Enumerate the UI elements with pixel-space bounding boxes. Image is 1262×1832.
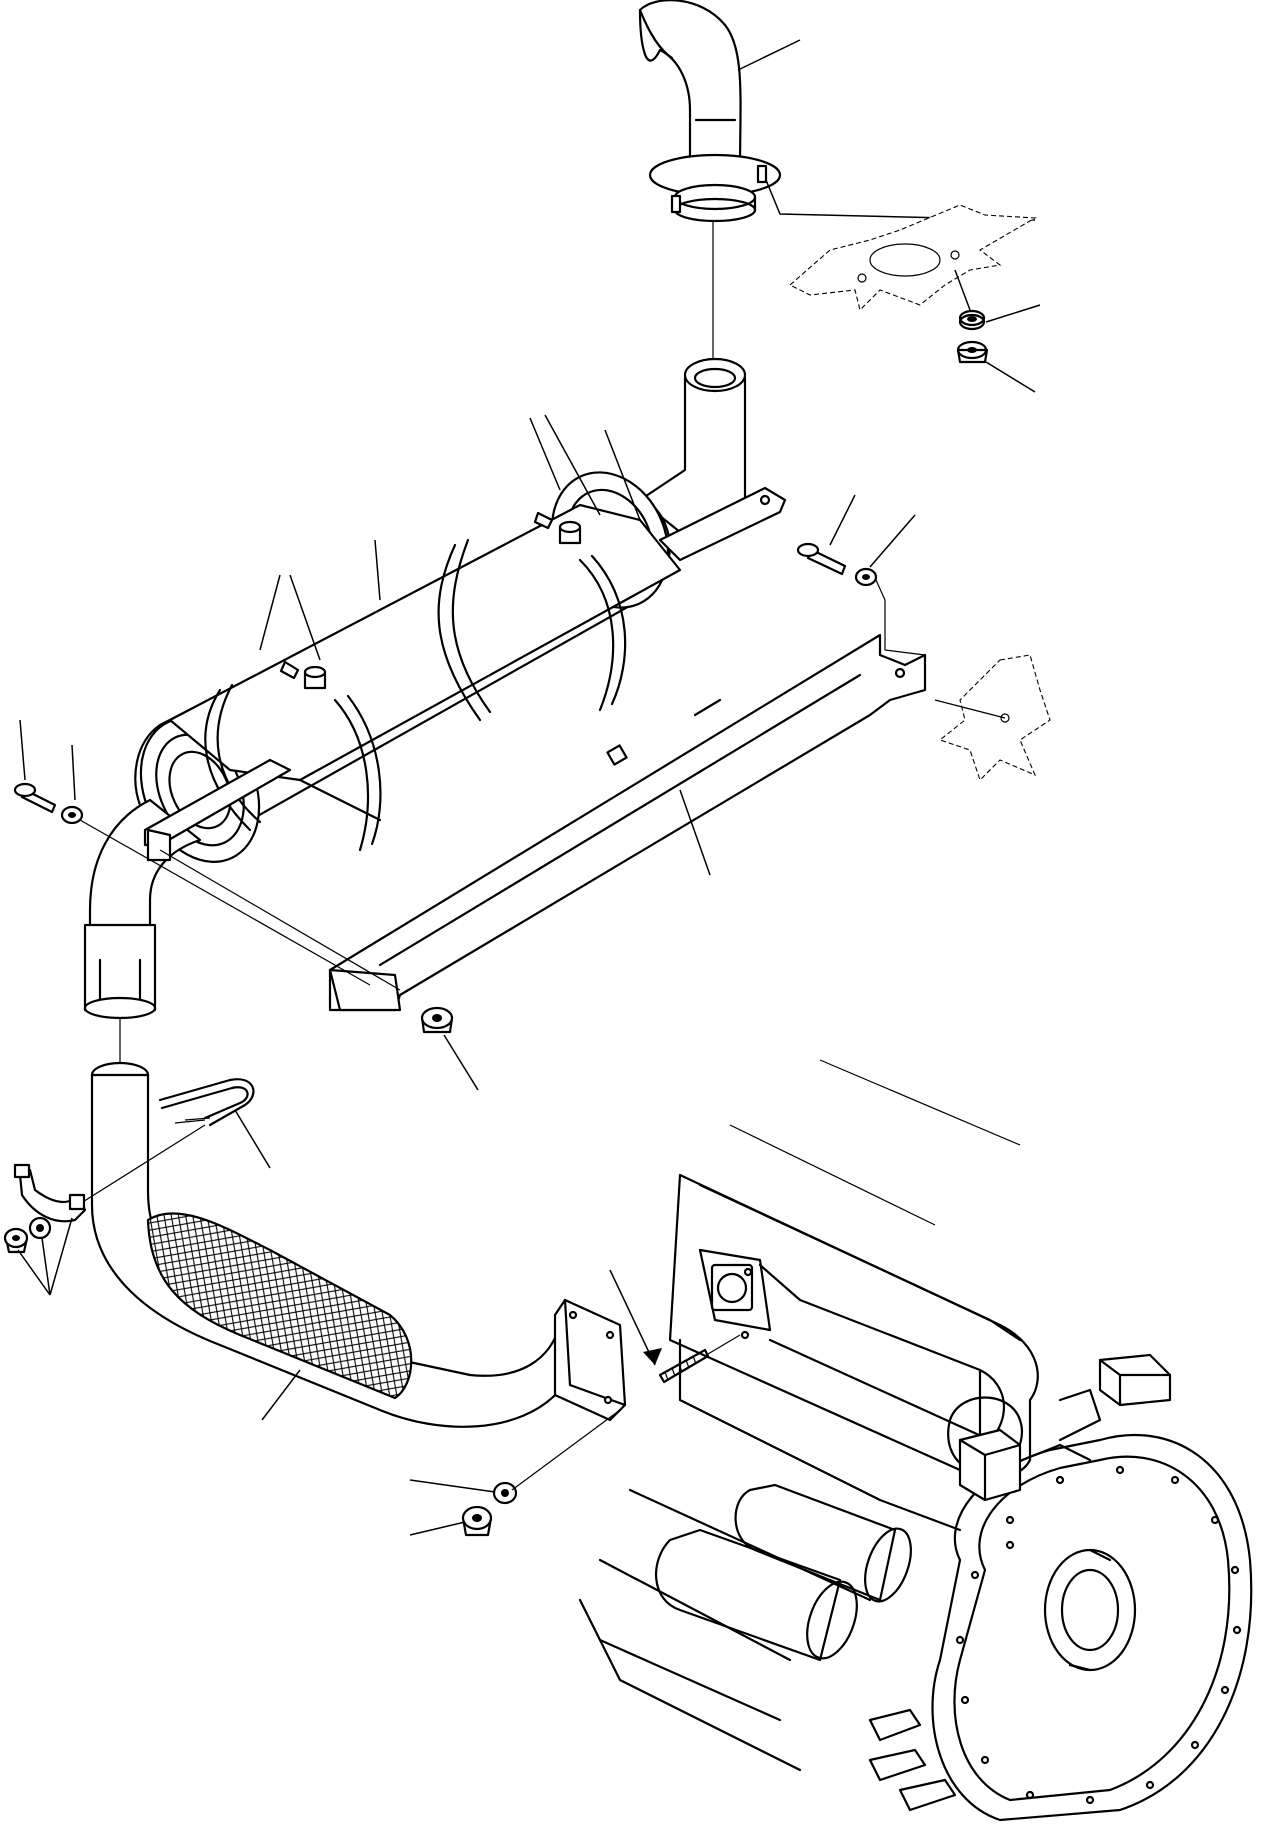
- muffler: [83, 357, 747, 1020]
- cap-screw: [796, 542, 847, 576]
- engine-block: [578, 1059, 1253, 1822]
- clamp-bolt: [303, 665, 327, 690]
- flange-gasket: [789, 204, 1037, 312]
- hex-nut: [420, 1006, 454, 1034]
- flexible-exhaust-pipe: [90, 1061, 627, 1428]
- mount-gasket: [938, 654, 1051, 782]
- u-bolt-clamp: [158, 1078, 255, 1127]
- flat-washer: [958, 309, 986, 331]
- flywheel-bolt-holes: [955, 1465, 1242, 1805]
- hex-nut: [956, 340, 989, 364]
- hex-nut: [461, 1505, 493, 1537]
- flat-washer: [492, 1481, 518, 1505]
- flat-washer: [60, 805, 84, 825]
- hex-nut: [3, 1227, 29, 1254]
- cap-screw: [13, 782, 57, 814]
- saddle-clamp: [13, 1163, 87, 1223]
- clamp-bolt: [558, 520, 582, 545]
- flat-washer: [28, 1216, 52, 1240]
- tailpipe-elbow: [638, 0, 782, 223]
- muffler-mount-arm: [658, 486, 787, 562]
- mounting-bracket: [328, 633, 927, 1012]
- flat-washer: [854, 567, 878, 587]
